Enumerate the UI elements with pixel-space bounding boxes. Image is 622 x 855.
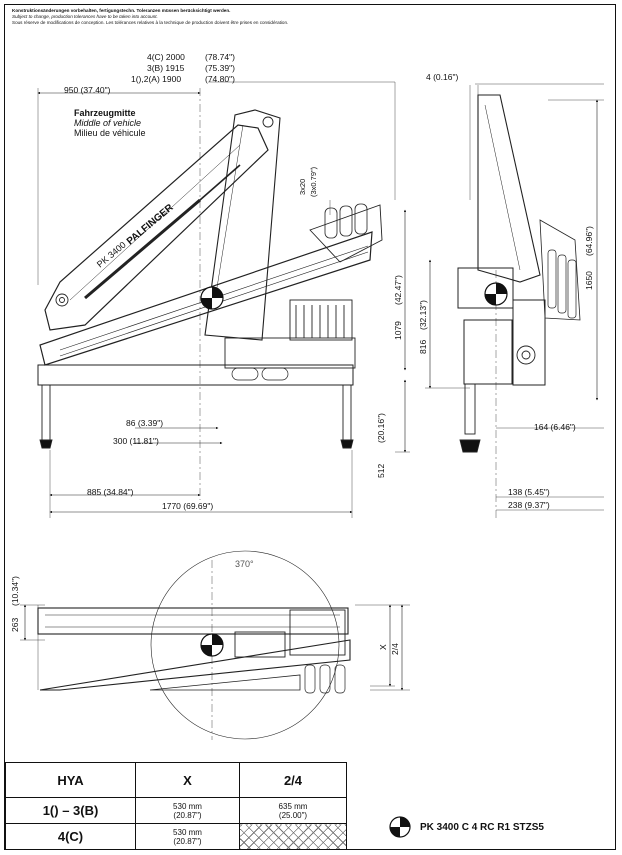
dimension-1079-inch: (42.47") xyxy=(393,275,403,305)
note-english: Subject to change, production tolerances… xyxy=(12,14,158,19)
dimension-x: X xyxy=(378,644,388,650)
row-2-4-mm: 635 mm xyxy=(278,801,308,811)
dimension-263-inch: (10.34") xyxy=(10,576,20,606)
header-hya: HYA xyxy=(5,762,136,798)
dimension-1650-inch: (64.96") xyxy=(584,226,594,256)
header-2-4: 2/4 xyxy=(239,762,347,798)
row-x-inch: (20.87") xyxy=(173,810,202,820)
dimension-263: 263 xyxy=(10,618,20,632)
vehicle-middle-de: Fahrzeugmitte xyxy=(74,108,136,118)
slew-angle: 370° xyxy=(235,559,254,569)
top-view xyxy=(20,550,410,740)
dimension-950: 950 (37.40") xyxy=(64,85,111,95)
dimension-885: 885 (34.84") xyxy=(87,487,134,497)
side-view-labels: 4(C) 2000 (78.74") 3(B) 1915 (75.39") 1(… xyxy=(64,52,403,511)
dimension-1650: 1650 xyxy=(584,271,594,290)
dimension-86: 86 (3.39") xyxy=(126,418,163,428)
row-x-mm: 530 mm xyxy=(173,827,202,837)
hya-table: HYA X 2/4 1() – 3(B) 530 mm (20.87") 635… xyxy=(5,762,347,850)
dimension-238: 238 (9.37") xyxy=(508,500,550,510)
height-inch-4c: (78.74") xyxy=(205,52,235,62)
dimension-816-inch: (32.13") xyxy=(418,300,428,330)
table-row: 4(C) 530 mm (20.87") xyxy=(5,823,347,850)
note-german: Konstruktionsänderungen vorbehalten, fer… xyxy=(12,8,231,13)
row-hya: 4(C) xyxy=(5,823,136,850)
dimension-138: 138 (5.45") xyxy=(508,487,550,497)
note-french: Sous réserve de modifications de concept… xyxy=(12,20,289,25)
header-x: X xyxy=(135,762,240,798)
dimension-2-4: 2/4 xyxy=(390,643,400,655)
end-view-labels: 4 (0.16") 1650 (64.96") 816 (32.13") 164… xyxy=(418,72,594,510)
dimension-816: 816 xyxy=(418,340,428,354)
dimension-164: 164 (6.46") xyxy=(534,422,576,432)
center-of-gravity-icon xyxy=(389,816,411,838)
dimension-300: 300 (11.81") xyxy=(113,436,159,446)
row-2-4-inch: (25.00") xyxy=(278,810,308,820)
row-x-inch: (20.87") xyxy=(173,836,202,846)
height-label-1-2a: 1(),2(A) 1900 xyxy=(131,74,181,84)
vehicle-middle-en: Middle of vehicle xyxy=(74,118,141,128)
row-x-value: 530 mm (20.87") xyxy=(135,797,240,824)
end-view xyxy=(425,83,604,520)
dimension-1770: 1770 (69.69") xyxy=(162,501,213,511)
model-designation: PK 3400 C 4 RC R1 STZS5 xyxy=(420,822,544,833)
height-label-4c: 4(C) 2000 xyxy=(147,52,185,62)
table-header-row: HYA X 2/4 xyxy=(5,762,347,798)
row-2-4-value: 635 mm (25.00") xyxy=(239,797,347,824)
dimension-512-inch: (20.16") xyxy=(376,413,386,443)
side-view xyxy=(37,81,410,518)
height-inch-3b: (75.39") xyxy=(205,63,235,73)
height-inch-1-2a: (74.80") xyxy=(205,74,235,84)
table-row: 1() – 3(B) 530 mm (20.87") 635 mm (25.00… xyxy=(5,797,347,824)
dimension-4: 4 (0.16") xyxy=(426,72,458,82)
row-x-mm: 530 mm xyxy=(173,801,202,811)
height-label-3b: 3(B) 1915 xyxy=(147,63,185,73)
dimension-1079: 1079 xyxy=(393,321,403,340)
dimension-3x20: 3x20 xyxy=(298,179,307,195)
dimension-512: 512 xyxy=(376,464,386,478)
drawing-frame xyxy=(4,4,616,850)
dimension-3x20-inch: (3x0.79") xyxy=(309,166,318,197)
row-2-4-hatched xyxy=(239,823,347,850)
vehicle-middle-fr: Milieu de véhicule xyxy=(74,128,146,138)
top-view-labels: 370° 263 (10.34") X 2/4 xyxy=(10,559,400,655)
row-hya: 1() – 3(B) xyxy=(5,797,136,824)
row-x-value: 530 mm (20.87") xyxy=(135,823,240,850)
